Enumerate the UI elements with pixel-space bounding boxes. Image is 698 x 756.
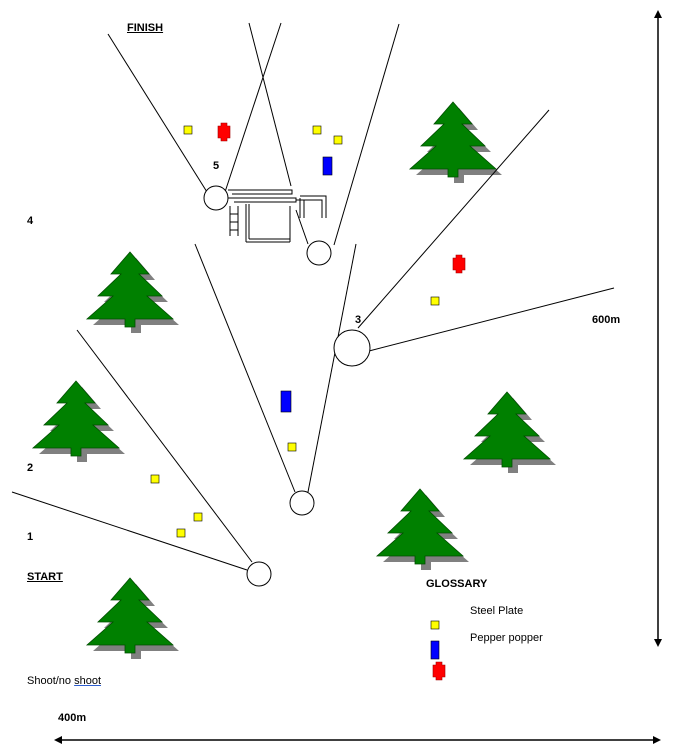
start-label: START	[27, 571, 63, 583]
tree-icon	[85, 577, 175, 654]
tree-icon	[408, 101, 498, 178]
position-5-circle	[203, 185, 229, 211]
shoot-no-shoot-icon	[452, 254, 466, 274]
glossary-steel-plate-icon	[430, 620, 440, 630]
glossary-shoot-no-shoot-icon	[432, 661, 446, 681]
steel-plate-icon	[150, 474, 160, 484]
dimension-arrows	[54, 10, 662, 744]
lane-line-5b	[224, 22, 282, 193]
lane-line-1b	[76, 329, 253, 563]
shoot-no-shoot-targets	[217, 122, 466, 681]
steel-plate-icon	[430, 296, 440, 306]
station-label-3: 3	[355, 314, 362, 326]
lane-line-4a	[248, 22, 292, 187]
glossary-steel-plate-label: Steel Plate	[470, 605, 524, 617]
pepper-popper-icon	[322, 156, 333, 176]
steel-plate-icon	[333, 135, 343, 145]
glossary-shoot-no-shoot-label: Shoot/no shoot	[27, 675, 101, 687]
lane-line-4b	[333, 23, 400, 246]
finish-label: FINISH	[127, 22, 164, 34]
barricade-structure	[228, 189, 327, 243]
shoot-no-shoot-suffix: shoot	[74, 675, 102, 687]
steel-plates	[150, 125, 440, 630]
steel-plate-icon	[312, 125, 322, 135]
dimension-400m-label: 400m	[58, 712, 87, 724]
position-4-circle	[306, 240, 332, 266]
lane-line-3a	[357, 109, 550, 329]
shooting-lanes	[11, 22, 615, 571]
position-3-circle	[333, 329, 371, 367]
glossary-pepper-popper-icon	[430, 640, 440, 660]
shoot-no-shoot-icon	[217, 122, 231, 142]
steel-plate-icon	[287, 442, 297, 452]
pepper-poppers	[280, 156, 440, 660]
steel-plate-icon	[193, 512, 203, 522]
tree-icon	[85, 251, 175, 328]
steel-plate-icon	[176, 528, 186, 538]
position-2-circle	[289, 490, 315, 516]
station-label-5: 5	[213, 160, 220, 172]
shooting-positions	[203, 185, 371, 587]
station-label-1: 1	[27, 531, 34, 543]
lane-line-5a	[107, 33, 208, 193]
glossary-title: GLOSSARY	[426, 578, 488, 590]
lane-line-1a	[11, 491, 248, 571]
pepper-popper-icon	[280, 390, 292, 413]
tree-icon	[31, 380, 121, 457]
lane-line-2a	[194, 243, 296, 493]
trees	[31, 101, 556, 659]
lane-line-3b	[368, 287, 615, 352]
steel-plate-icon	[183, 125, 193, 135]
position-1-circle	[246, 561, 272, 587]
tree-icon	[462, 391, 552, 468]
glossary-pepper-popper-label: Pepper popper	[470, 632, 543, 644]
tree-icon	[375, 488, 465, 565]
shoot-no-shoot-prefix: Shoot/no	[27, 675, 75, 687]
station-label-4: 4	[27, 215, 34, 227]
lane-line-2b	[307, 243, 357, 493]
dimension-600m-label: 600m	[592, 314, 621, 326]
lane-line-4c	[295, 209, 309, 245]
station-label-2: 2	[27, 462, 34, 474]
